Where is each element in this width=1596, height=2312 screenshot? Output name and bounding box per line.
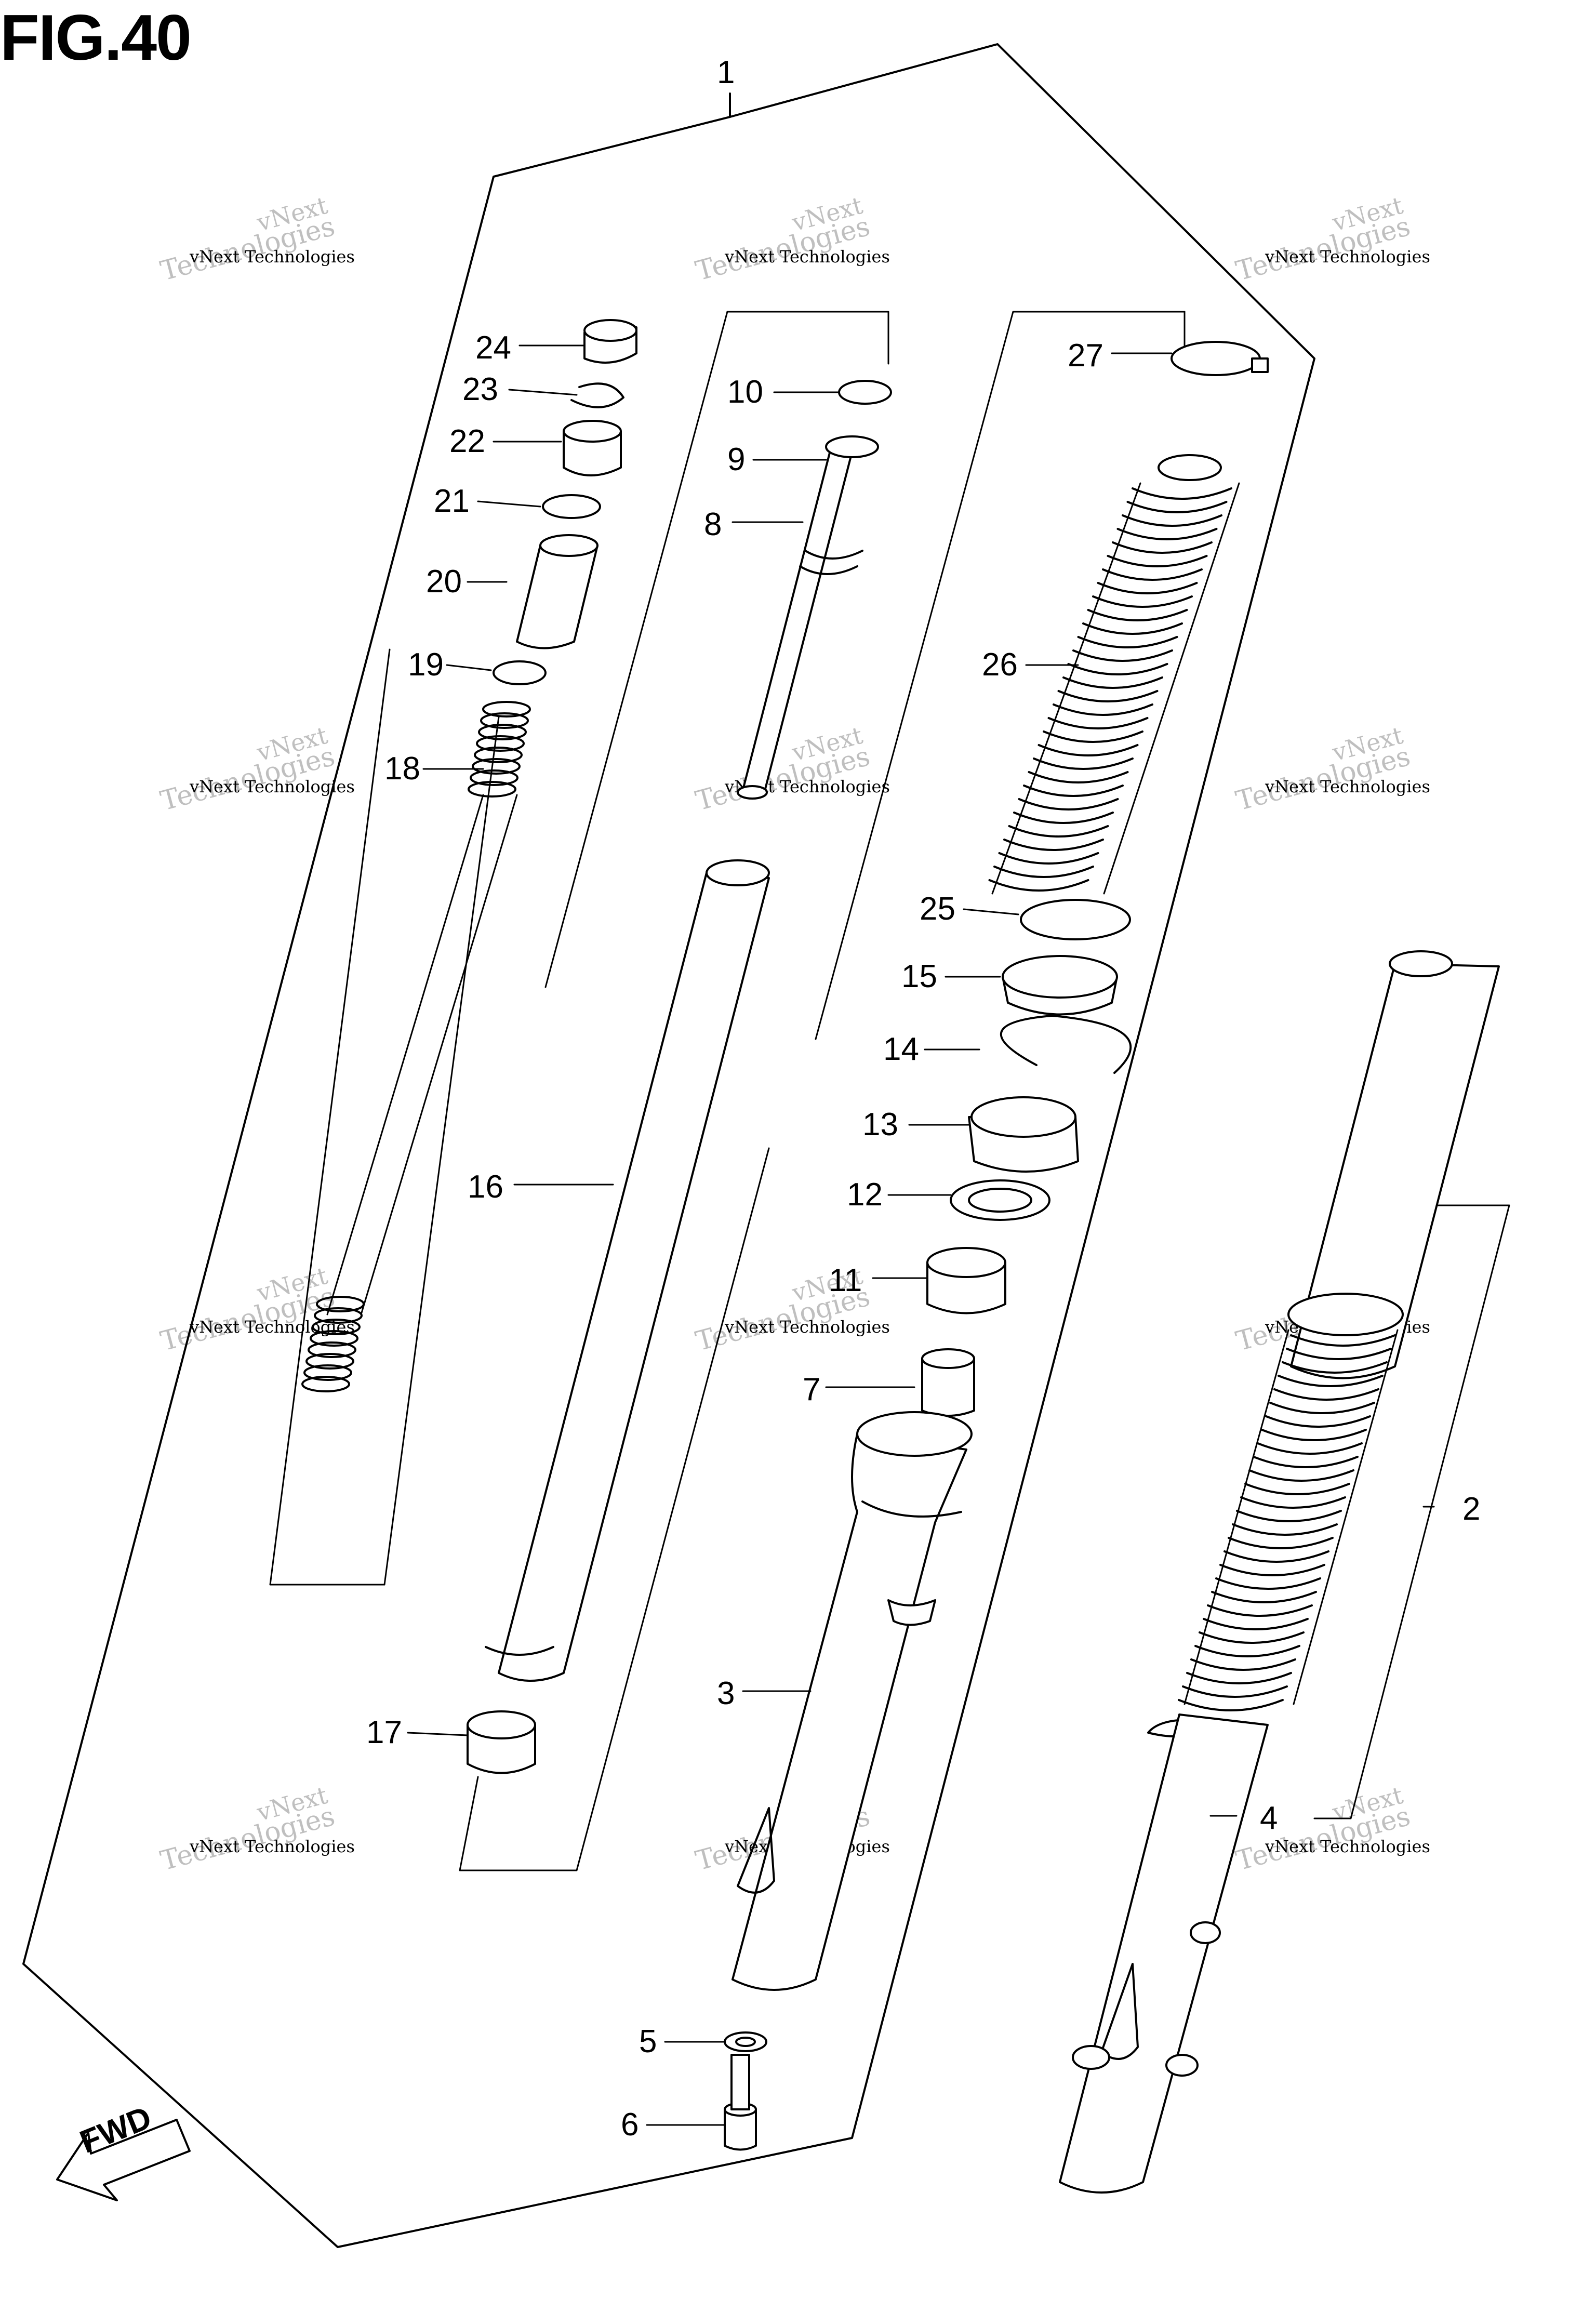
part-3-outer-tube <box>732 1411 973 1991</box>
part-24-cap <box>583 319 637 364</box>
callout-label-25: 25 <box>920 891 955 927</box>
part-25-clamp <box>1020 899 1131 940</box>
watermark-text: vNext Technologies <box>189 777 355 796</box>
part-7-cylinder-base <box>921 1348 975 1417</box>
part-27-clamp <box>1171 341 1269 376</box>
callout-label-24: 24 <box>475 330 511 366</box>
part-4-fork-assembly <box>1059 950 1500 2194</box>
callout-label-17: 17 <box>366 1715 402 1750</box>
callout-label-21: 21 <box>434 483 470 519</box>
part-19-spring-seat <box>493 660 547 685</box>
callout-label-23: 23 <box>462 371 498 407</box>
group-boundary-16-bottom <box>459 1147 770 1871</box>
watermark-text: vNext Technologies <box>724 1317 890 1337</box>
callout-label-6: 6 <box>621 2107 639 2143</box>
callout-leader-17 <box>407 1732 469 1736</box>
callout-label-27: 27 <box>1068 338 1103 374</box>
part-22-cap-bolt <box>563 420 622 476</box>
part-15-oil-seal <box>1002 955 1118 1016</box>
callout-label-1: 1 <box>717 55 735 90</box>
watermark-text: vNext Technologies <box>189 1837 355 1856</box>
callout-label-7: 7 <box>803 1372 820 1407</box>
figure-title: FIG.40 <box>0 2 192 74</box>
group-boundary-11-27 <box>815 311 1186 1040</box>
part-21-washer <box>542 494 601 519</box>
watermark-text: vNext Technologies <box>1265 247 1430 267</box>
callout-label-20: 20 <box>426 564 462 600</box>
callout-label-16: 16 <box>468 1169 503 1205</box>
callout-label-19: 19 <box>408 647 444 683</box>
callout-label-9: 9 <box>727 442 745 477</box>
group-boundary-8-17 <box>726 311 889 365</box>
watermark-text: vNext Technologies <box>1265 777 1430 796</box>
part-6-bolt <box>724 2054 757 2151</box>
part-8-damper-rod <box>737 435 879 800</box>
callout-leader-19 <box>446 664 492 671</box>
callout-label-12: 12 <box>847 1177 883 1213</box>
callout-label-15: 15 <box>901 959 937 994</box>
callout-label-3: 3 <box>717 1676 735 1711</box>
callout-label-18: 18 <box>384 751 420 787</box>
part-10-ring <box>838 380 892 405</box>
assembly-boundary-1 <box>22 43 1315 2248</box>
watermark-text: vNext Technologies <box>1265 1837 1430 1856</box>
part-11-bushing <box>926 1247 1006 1314</box>
part-12-washer <box>950 1179 1050 1221</box>
part-18-fork-spring <box>301 701 531 1392</box>
callout-label-14: 14 <box>883 1031 919 1067</box>
watermark-text: vNext Technologies <box>189 247 355 267</box>
callout-label-10: 10 <box>727 374 763 410</box>
part-13-spacer <box>968 1096 1079 1173</box>
callout-layer: 1234567891011121314151617181920212223242… <box>366 55 1480 2143</box>
callout-label-26: 26 <box>982 647 1018 683</box>
fwd-direction-arrow: FWD <box>56 2100 191 2201</box>
part-23-snap-ring <box>570 382 624 408</box>
callout-leader-25 <box>963 908 1019 915</box>
callout-label-11: 11 <box>829 1263 862 1298</box>
callout-label-4: 4 <box>1260 1800 1278 1836</box>
callout-label-8: 8 <box>704 507 722 542</box>
part-17-bushing <box>467 1710 536 1774</box>
callout-leader-23 <box>508 389 578 396</box>
part-5-gasket <box>724 2031 767 2052</box>
part-26-fork-boot <box>988 454 1240 895</box>
group-boundary-18-24 <box>269 648 500 1586</box>
callout-label-13: 13 <box>862 1107 898 1142</box>
part-14-stopper-ring <box>1000 1015 1132 1074</box>
group-boundary-16-side <box>544 311 728 988</box>
part-16-inner-tube <box>485 859 770 1682</box>
watermark-text: vNext Technologies <box>724 247 890 267</box>
bracket-2 <box>1313 1204 1510 1819</box>
part-20-spacer <box>516 534 598 649</box>
callout-label-5: 5 <box>639 2024 657 2059</box>
callout-label-2: 2 <box>1462 1491 1480 1527</box>
callout-leader-21 <box>477 500 541 508</box>
callout-label-22: 22 <box>449 423 485 459</box>
